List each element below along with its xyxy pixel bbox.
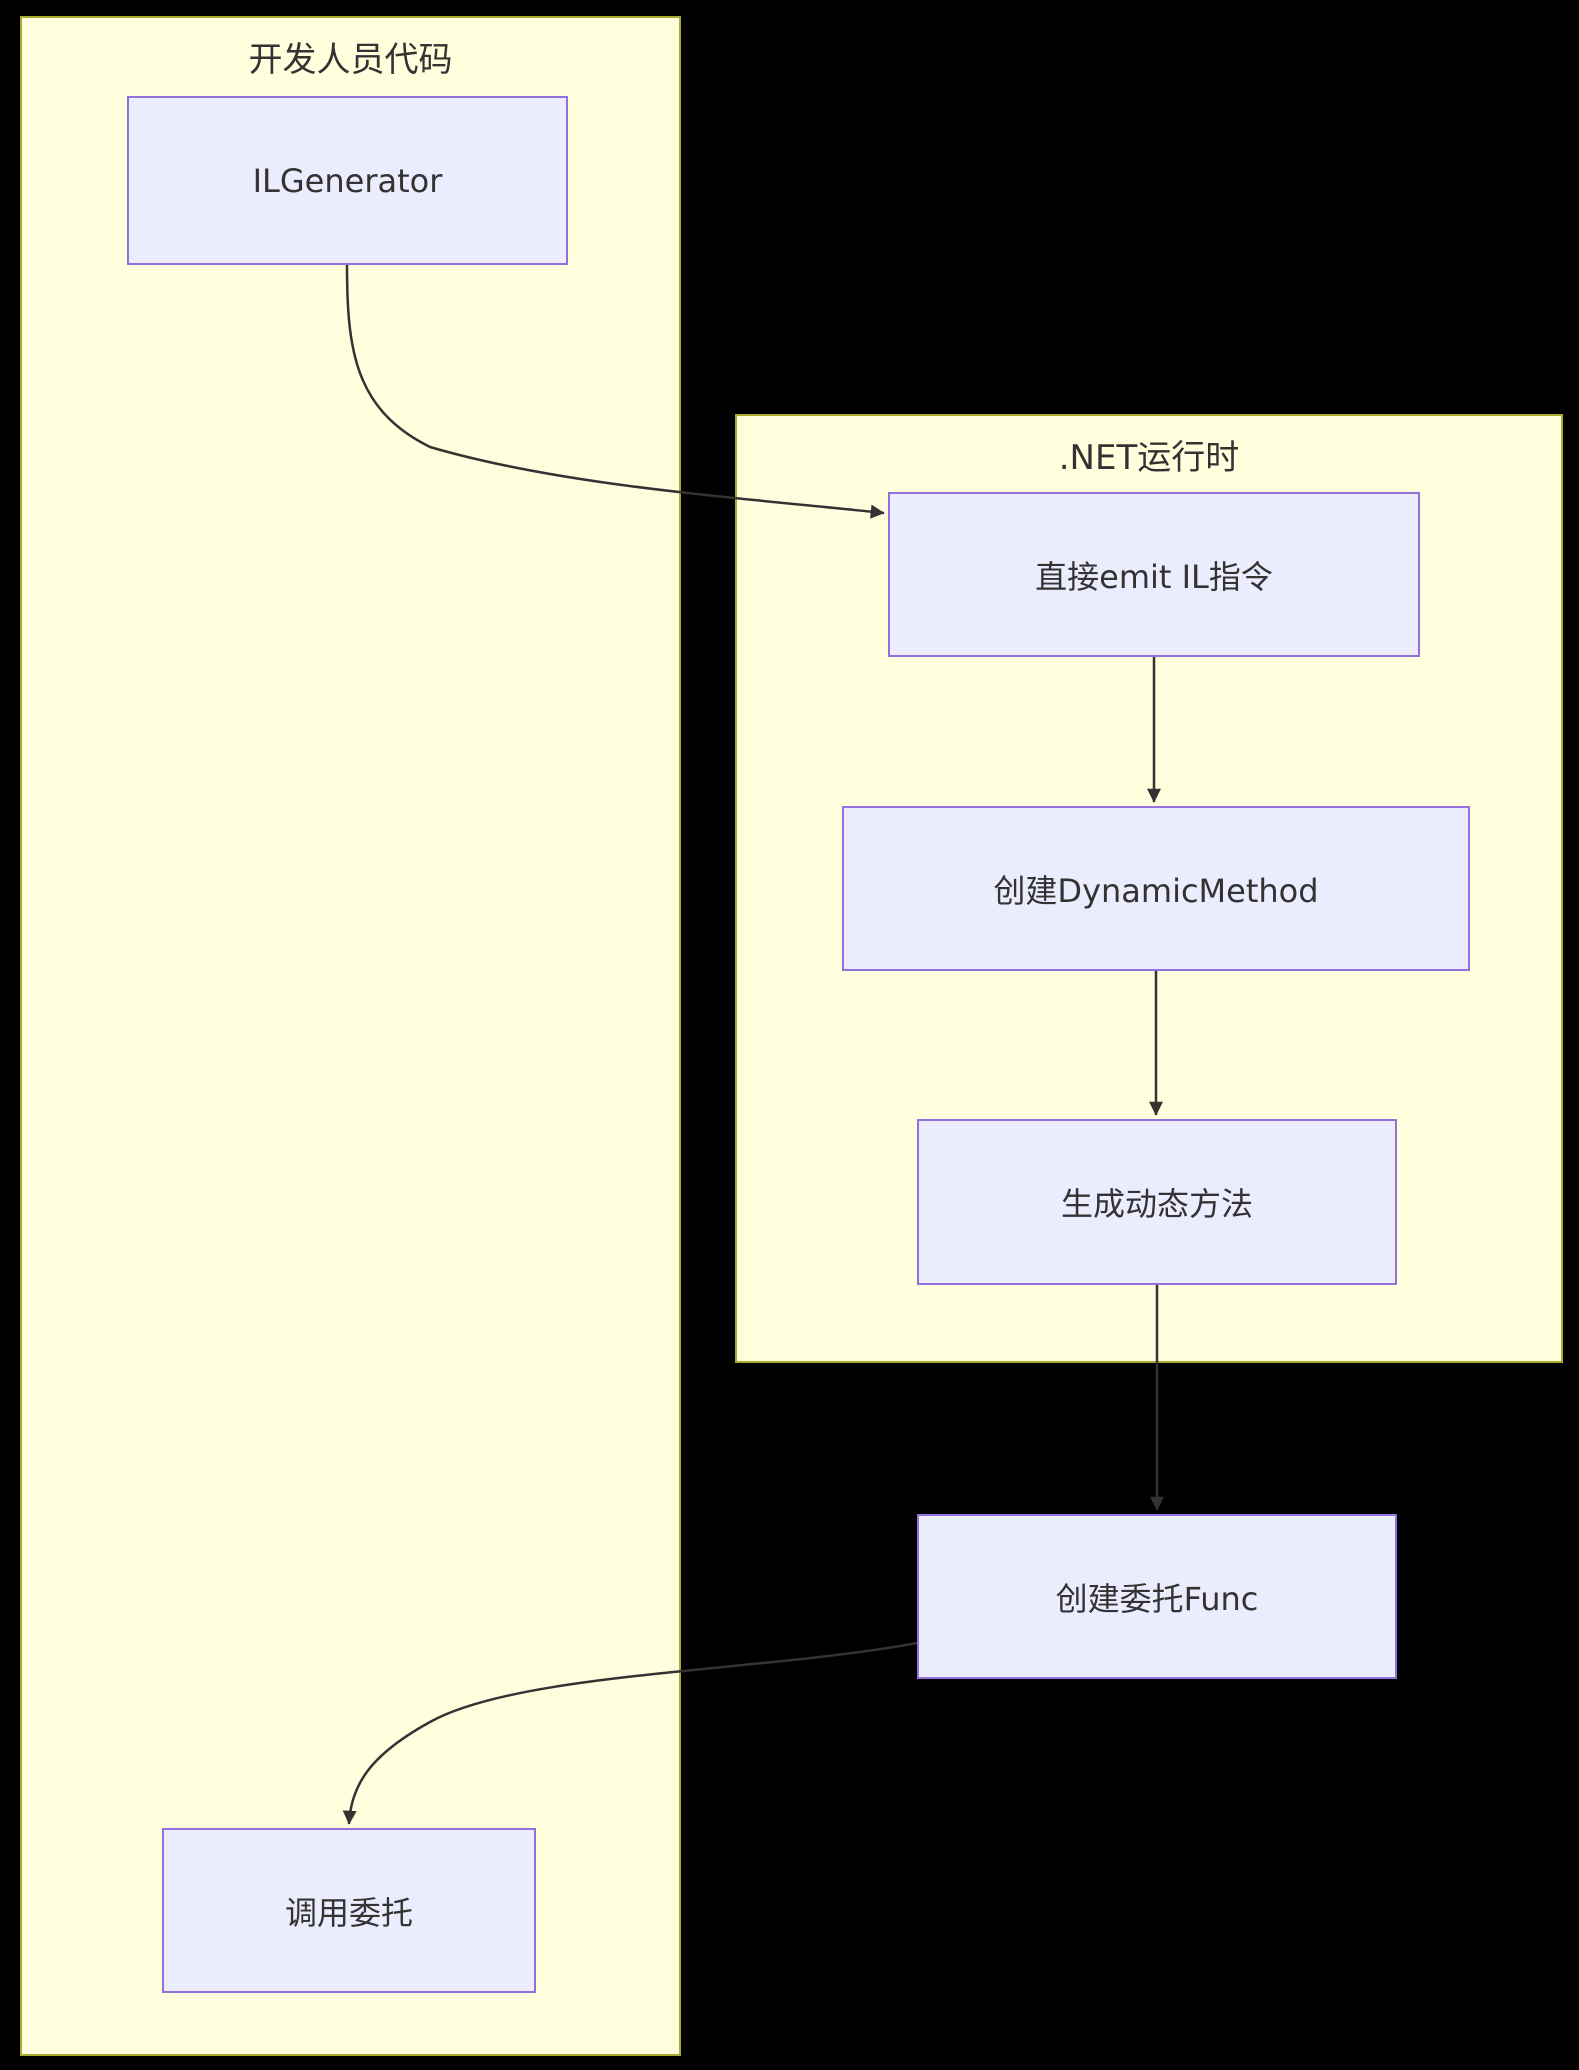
node-create-dynamicmethod-label: 创建DynamicMethod (993, 871, 1319, 910)
container-developer-code: 开发人员代码 (20, 16, 681, 2056)
node-emit-il: 直接emit IL指令 (888, 492, 1420, 657)
node-ilgenerator: ILGenerator (127, 96, 568, 265)
node-create-delegate-func: 创建委托Func (917, 1514, 1397, 1679)
node-invoke-delegate: 调用委托 (162, 1828, 536, 1993)
node-emit-il-label: 直接emit IL指令 (1035, 557, 1273, 596)
node-invoke-delegate-label: 调用委托 (284, 1893, 413, 1932)
node-create-delegate-func-label: 创建委托Func (1055, 1579, 1259, 1618)
container-developer-code-title: 开发人员代码 (248, 40, 453, 80)
node-generate-dynamic-method-label: 生成动态方法 (1060, 1185, 1253, 1223)
node-create-dynamicmethod: 创建DynamicMethod (842, 806, 1470, 971)
node-generate-dynamic-method: 生成动态方法 (917, 1119, 1397, 1285)
container-dotnet-runtime-title: .NET运行时 (1058, 438, 1240, 478)
node-ilgenerator-label: ILGenerator (252, 161, 443, 200)
